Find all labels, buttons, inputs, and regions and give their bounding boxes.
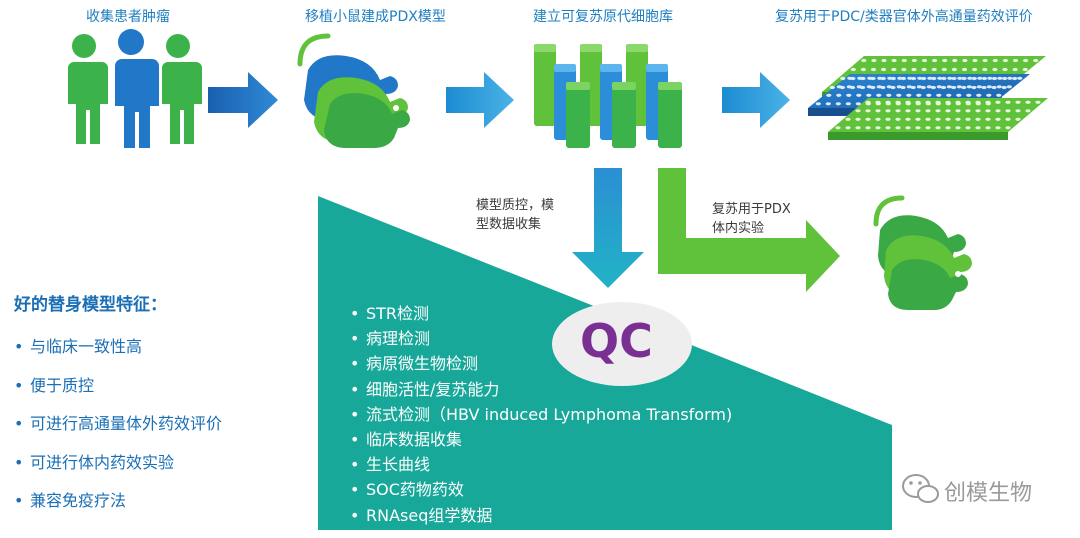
people-icon xyxy=(66,29,202,148)
flow-arrow-1 xyxy=(208,72,278,128)
bullet-icon: • xyxy=(14,337,24,356)
bullet-icon: • xyxy=(14,414,24,433)
qc-item: • 病理检测 xyxy=(350,326,732,351)
bullet-icon: • xyxy=(350,304,360,323)
qc-item-label: 病理检测 xyxy=(366,329,431,349)
qc-item: • 病原微生物检测 xyxy=(350,351,732,376)
bullet-icon: • xyxy=(350,404,360,424)
flow-arrow-2 xyxy=(446,72,514,128)
bullet-icon: • xyxy=(350,379,360,399)
flow-arrow-3 xyxy=(722,72,790,128)
qc-item-label: 细胞活性/复苏能力 xyxy=(366,379,500,399)
watermark-text: 创模生物 xyxy=(944,481,1033,506)
qc-item-label: SOC药物药效 xyxy=(366,480,464,500)
feature-item: • 可进行高通量体外药效评价 xyxy=(14,405,222,444)
qc-item: • 临床数据收集 xyxy=(350,427,732,452)
bullet-icon: • xyxy=(350,329,360,349)
qc-branch-label-line1: 模型质控，模 xyxy=(476,198,555,213)
qc-item: • 流式检测（HBV induced Lymphoma Transform) xyxy=(350,402,732,427)
features-title: 好的替身模型特征： xyxy=(14,295,167,315)
step-label-pdx: 移植小鼠建成PDX模型 xyxy=(305,9,446,25)
feature-item: • 可进行体内药效实验 xyxy=(14,444,222,483)
feature-item-label: 可进行体内药效实验 xyxy=(30,452,175,472)
feature-item-label: 便于质控 xyxy=(30,375,95,395)
qc-item: • 细胞活性/复苏能力 xyxy=(350,377,732,402)
qc-branch-label: 模型质控，模 型数据收集 xyxy=(476,196,554,234)
step-label-cellbank: 建立可复苏原代细胞库 xyxy=(533,9,673,25)
bullet-icon: • xyxy=(14,452,24,472)
step-label-collect: 收集患者肿瘤 xyxy=(86,9,170,25)
down-arrow-qc xyxy=(572,168,644,288)
feature-item-label: 与临床一致性高 xyxy=(30,337,143,356)
qc-item-label: 临床数据收集 xyxy=(366,430,463,450)
feature-item: • 与临床一致性高 xyxy=(14,328,222,367)
qc-item: • SOC药物药效 xyxy=(350,477,732,502)
pdx-branch-label: 复苏用于PDX 体内实验 xyxy=(712,200,791,238)
pdx-branch-label-line1: 复苏用于PDX xyxy=(712,202,791,217)
well-plate-icon xyxy=(808,56,1048,140)
feature-item: • 兼容免疫疗法 xyxy=(14,482,222,521)
vials-icon xyxy=(534,44,682,148)
bent-arrow-pdx xyxy=(658,168,840,292)
bullet-icon: • xyxy=(350,430,360,450)
feature-list: • 与临床一致性高 • 便于质控 • 可进行高通量体外药效评价 • 可进行体内药效实验 • 兼容免… xyxy=(14,328,222,521)
pdx-branch-label-line2: 体内实验 xyxy=(712,221,765,236)
qc-badge: QC xyxy=(580,314,653,368)
step-label-pdc: 复苏用于PDC/类器官体外高通量药效评价 xyxy=(775,9,1033,25)
qc-item-label: RNAseq组学数据 xyxy=(366,505,493,525)
qc-item-label: 流式检测（HBV induced Lymphoma Transform) xyxy=(366,404,733,424)
qc-branch-label-line2: 型数据收集 xyxy=(476,217,542,232)
bullet-icon: • xyxy=(350,354,360,374)
bullet-icon: • xyxy=(14,375,24,395)
wechat-icon xyxy=(902,474,939,503)
qc-item-label: STR检测 xyxy=(366,304,430,323)
feature-item-label: 兼容免疫疗法 xyxy=(30,491,127,510)
bullet-icon: • xyxy=(350,455,360,475)
bullet-icon: • xyxy=(350,505,360,525)
qc-item: • STR检测 xyxy=(350,301,732,326)
qc-badge-ellipse xyxy=(552,302,692,386)
bullet-icon: • xyxy=(14,491,24,510)
bullet-icon: • xyxy=(350,480,360,500)
mouse-icon xyxy=(297,33,410,148)
qc-item-label: 生长曲线 xyxy=(366,455,431,475)
mouse-icon-pdx xyxy=(873,195,972,310)
feature-item-label: 可进行高通量体外药效评价 xyxy=(30,414,223,433)
qc-item-list: • STR检测 • 病理检测 • 病原微生物检测 • 细胞活性/复苏能力 • 流式检测（HBV i… xyxy=(350,301,732,528)
qc-item: • RNAseq组学数据 xyxy=(350,503,732,528)
feature-item: • 便于质控 xyxy=(14,367,222,406)
qc-item-label: 病原微生物检测 xyxy=(366,354,479,374)
qc-item: • 生长曲线 xyxy=(350,452,732,477)
